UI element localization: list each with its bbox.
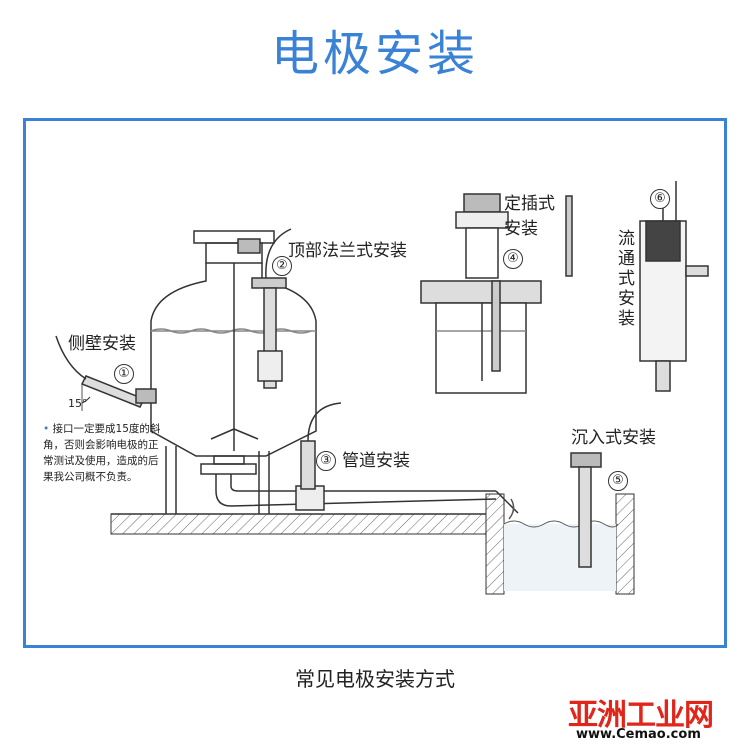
marker-5: ⑤ (608, 471, 628, 491)
marker-2: ② (272, 256, 292, 276)
diagram-caption: 常见电极安装方式 (295, 667, 455, 691)
marker-6: ⑥ (650, 189, 670, 209)
note-text: 接口一定要成15度的斜角，否则会影响电极的正常测试及使用，造成的后果我公司概不负… (43, 423, 161, 483)
installation-diagram (55, 181, 709, 595)
watermark-brand: 亚洲工业网 (568, 698, 714, 733)
pipe-probe (300, 402, 342, 490)
label-top-flange: 顶部法兰式安装 (288, 241, 407, 261)
submerged-install (570, 452, 602, 568)
label-pipe: 管道安装 (342, 451, 410, 471)
vessel (150, 230, 317, 514)
marker-3: ③ (316, 451, 336, 471)
label-side-wall: 侧壁安装 (68, 334, 136, 354)
note-bullet: • (43, 423, 50, 435)
watermark-url: www.Cemao.com (576, 727, 701, 742)
label-angle: 15° (68, 397, 88, 410)
page-title: 电极安装 (270, 26, 479, 82)
ground (110, 493, 635, 595)
diagram-panel: 侧壁安装 顶部法兰式安装 管道安装 定插式安装 流通式安装 沉入式安装 15° … (23, 118, 727, 648)
marker-1: ① (114, 364, 134, 384)
marker-4: ④ (503, 249, 523, 269)
insert-install (420, 193, 573, 394)
top-flange-probe (251, 228, 292, 389)
pipe (215, 474, 519, 520)
flow-install (639, 181, 709, 392)
label-submerged: 沉入式安装 (571, 428, 656, 448)
label-insert: 定插式安装 (504, 194, 555, 239)
side-wall-probe (55, 335, 157, 411)
label-flow: 流通式安装 (618, 229, 635, 329)
installation-note: • 接口一定要成15度的斜角，否则会影响电极的正常测试及使用，造成的后果我公司概… (43, 421, 168, 485)
